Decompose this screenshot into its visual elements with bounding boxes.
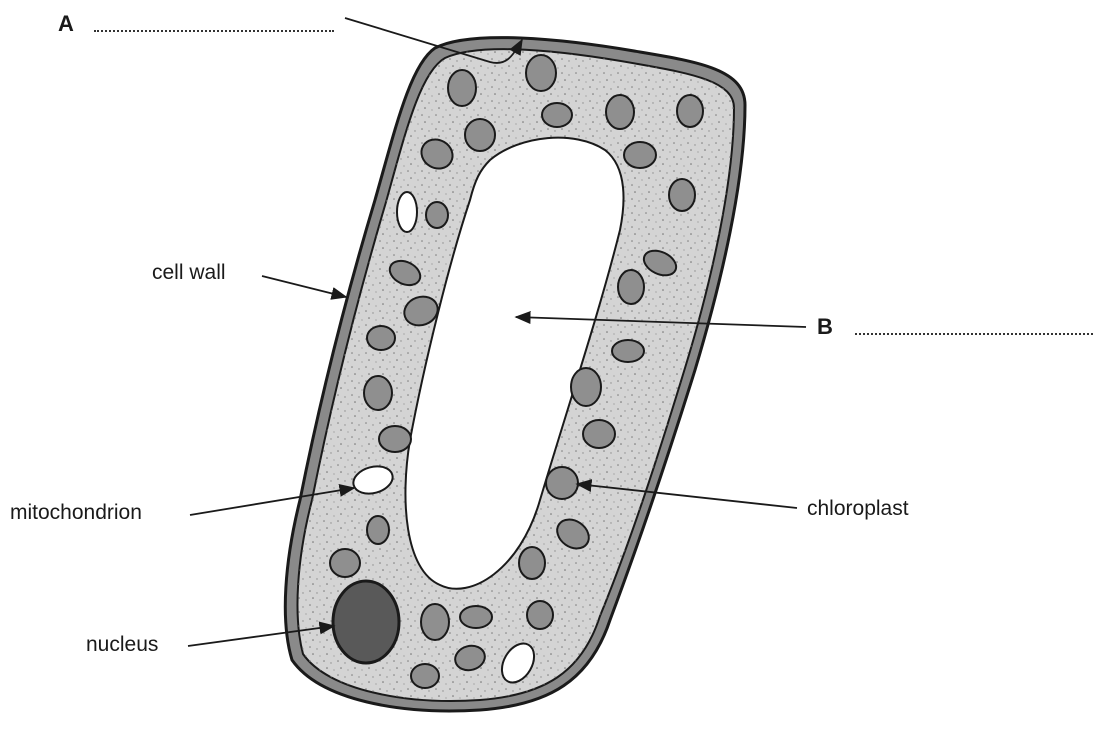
label-mitochondrion: mitochondrion (10, 502, 142, 523)
label-chloroplast: chloroplast (807, 498, 909, 519)
label-nucleus: nucleus (86, 634, 158, 655)
answer-line-b (855, 333, 1093, 335)
label-b: B (817, 316, 833, 338)
label-cell-wall: cell wall (152, 262, 226, 283)
nucleus-shape (333, 581, 399, 663)
answer-line-a (94, 30, 334, 32)
label-a: A (58, 13, 74, 35)
leader-line-cell-wall (262, 276, 346, 297)
